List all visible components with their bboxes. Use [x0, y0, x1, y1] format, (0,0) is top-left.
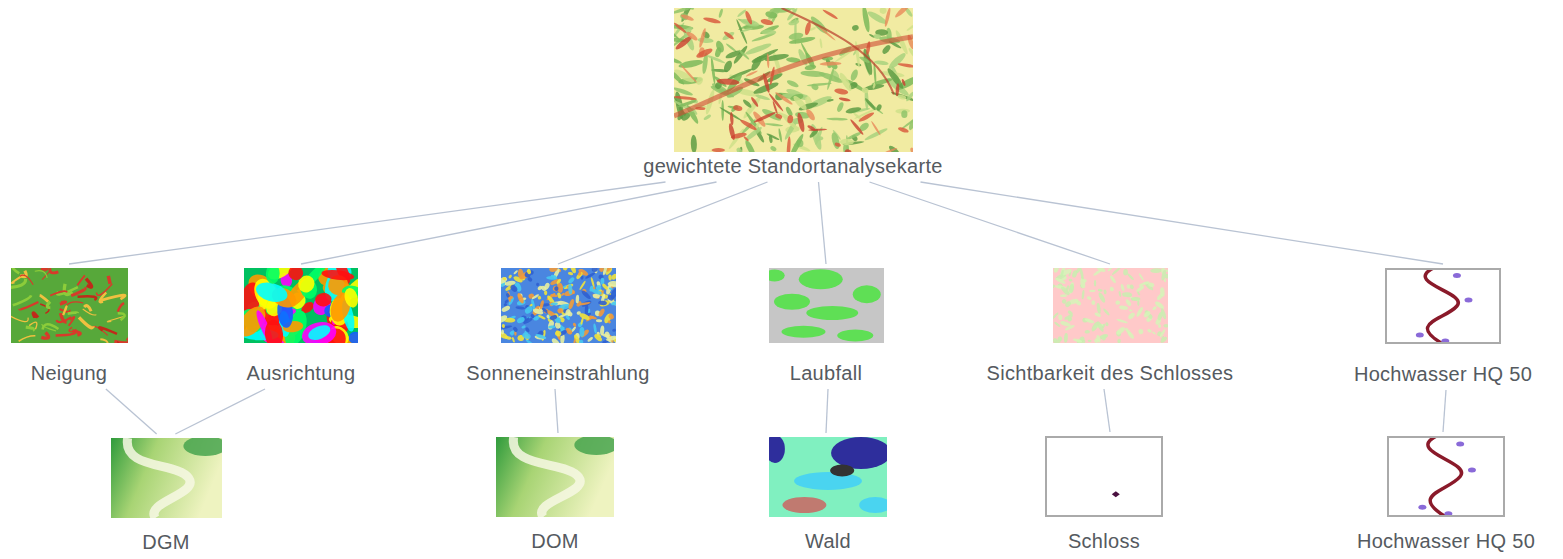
map-label: gewichtete Standortanalysekarte: [643, 154, 942, 178]
map-thumbnail: [244, 268, 358, 343]
map-thumbnail: [1387, 436, 1505, 517]
map-thumbnail: [1045, 436, 1163, 517]
map-node: Laubfall: [766, 268, 887, 385]
map-label: Laubfall: [790, 361, 862, 385]
map-node: Wald: [766, 437, 890, 553]
map-thumbnail: [1053, 268, 1168, 343]
connector-line: [301, 182, 717, 264]
map-label: DOM: [531, 529, 579, 553]
map-thumbnail: [501, 268, 616, 343]
map-label: Hochwasser HQ 50: [1354, 362, 1532, 386]
map-thumbnail: [769, 437, 887, 517]
map-node: DOM: [493, 437, 617, 553]
map-thumbnail: [674, 8, 913, 152]
map-label: Neigung: [31, 361, 108, 385]
map-label: Sonneneinstrahlung: [466, 361, 649, 385]
map-node: Ausrichtung: [241, 268, 361, 385]
connector-line: [819, 182, 827, 264]
connector-line: [870, 182, 1111, 264]
connector-line: [1104, 389, 1110, 432]
connector-line: [555, 389, 558, 433]
map-thumbnail: [111, 438, 222, 518]
connector-line: [558, 182, 768, 264]
connector-line: [826, 389, 828, 433]
map-node: Schloss: [1042, 436, 1166, 553]
map-node: Neigung: [8, 268, 131, 385]
map-node: Sonneneinstrahlung: [463, 268, 653, 385]
map-node: gewichtete Standortanalysekarte: [640, 8, 946, 178]
map-label: DGM: [142, 530, 190, 554]
map-label: Ausrichtung: [247, 361, 356, 385]
map-node: Hochwasser HQ 50: [1351, 268, 1536, 386]
map-node: DGM: [108, 438, 225, 554]
map-label: Wald: [805, 529, 851, 553]
connector-line: [175, 389, 265, 434]
connector-line: [106, 389, 157, 434]
map-thumbnail: [11, 268, 128, 343]
map-label: Hochwasser HQ 50: [1357, 529, 1535, 553]
map-node: Sichtbarkeit des Schlosses: [984, 268, 1237, 385]
map-thumbnail: [1385, 268, 1501, 344]
connector-line: [69, 182, 666, 264]
map-label: Sichtbarkeit des Schlosses: [987, 361, 1234, 385]
map-thumbnail: [769, 268, 884, 343]
connector-line: [1443, 390, 1446, 432]
map-thumbnail: [496, 437, 614, 517]
map-node: Hochwasser HQ 50: [1354, 436, 1539, 553]
map-label: Schloss: [1068, 529, 1140, 553]
connector-line: [921, 182, 1444, 264]
